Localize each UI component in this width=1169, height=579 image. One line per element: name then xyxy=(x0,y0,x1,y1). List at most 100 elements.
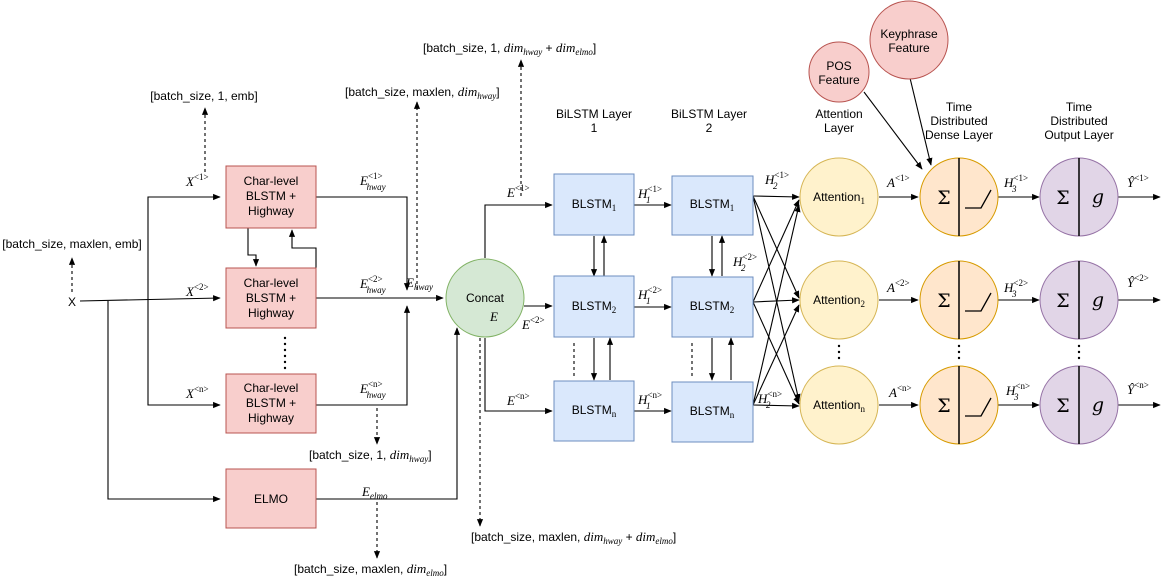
svg-text:Output Layer: Output Layer xyxy=(1044,128,1113,142)
e-label-1: E<1> xyxy=(506,183,530,200)
bilstm1-header: BiLSTM Layer 1 xyxy=(556,107,632,135)
svg-text:POS: POS xyxy=(826,59,851,73)
blstm-l1-n: BLSTMn xyxy=(553,380,635,442)
h2-labels: H<1>2 H<2>2 H<n>2 xyxy=(732,170,789,410)
a-label-n: A<n> xyxy=(888,383,912,400)
keyphrase-feature-node: Keyphrase Feature xyxy=(869,0,949,80)
char-block-2: Char-level BLSTM + Highway xyxy=(225,267,317,329)
h3-labels: H<1>3 H<2>3 H<n>3 xyxy=(1003,173,1030,402)
blstm-layer2: BLSTM1 BLSTM2 BLSTMn xyxy=(671,175,754,443)
e-hway: Ehway xyxy=(405,275,433,292)
svg-text:BLSTM +: BLSTM + xyxy=(246,291,296,305)
input-label: X xyxy=(68,295,76,309)
sigma-symbol: Σ xyxy=(1056,187,1069,209)
sigma-symbol: Σ xyxy=(937,187,950,209)
output-nodes: Σ g Σ g Σ g xyxy=(1039,157,1119,445)
hway-labels: E<1>hway E<2>hway E<n>hway Ehway Eelmo xyxy=(359,171,433,501)
h1-labels: H<1>1 H<2>1 H<n>1 xyxy=(637,184,662,411)
g-symbol: g xyxy=(1092,394,1104,416)
relu-icon xyxy=(965,292,992,312)
svg-text:Char-level: Char-level xyxy=(244,381,299,395)
svg-text:Layer: Layer xyxy=(824,121,854,135)
svg-text:BLSTM +: BLSTM + xyxy=(246,396,296,410)
a-label-1: A<1> xyxy=(886,173,910,190)
svg-text:Keyphrase: Keyphrase xyxy=(880,27,938,41)
g-symbol: g xyxy=(1092,186,1104,208)
svg-text:Feature: Feature xyxy=(888,41,930,55)
h1-label-2: H<2>1 xyxy=(637,285,662,306)
dense-node-1: Σ xyxy=(919,157,999,237)
attention-node-n: Attentionn xyxy=(799,365,879,445)
dense-node-2: Σ xyxy=(919,260,999,340)
svg-text:Attention: Attention xyxy=(815,107,862,121)
shape-hway-one: [batch_size, 1, dimhway] xyxy=(309,447,432,464)
shape-concat-one: [batch_size, 1, dimhway + dimelmo] xyxy=(423,40,596,57)
svg-text:Time: Time xyxy=(1066,100,1093,114)
svg-text:Feature: Feature xyxy=(818,73,860,87)
x1-shape-label: [batch_size, 1, emb] xyxy=(150,89,257,103)
blstm-l1-1: BLSTM1 xyxy=(553,173,635,236)
blstm-l2-2: BLSTM2 xyxy=(671,276,754,338)
svg-text:Highway: Highway xyxy=(248,306,294,320)
e-hway-n: E<n>hway xyxy=(359,379,386,400)
svg-text:2: 2 xyxy=(706,121,713,135)
svg-text:Highway: Highway xyxy=(248,204,294,218)
svg-text:BLSTM1: BLSTM1 xyxy=(690,197,735,213)
svg-text:BLSTM +: BLSTM + xyxy=(246,189,296,203)
h2-label-2: H<2>2 xyxy=(732,252,757,273)
bilstm2-header: BiLSTM Layer 2 xyxy=(671,107,747,135)
connectors xyxy=(68,59,1161,559)
dense-node-n: Σ xyxy=(919,365,999,445)
svg-text:Attention1: Attention1 xyxy=(813,190,865,206)
shape-concat-seq: [batch_size, maxlen, dimhway + dimelmo] xyxy=(471,529,676,546)
a-label-2: A<2> xyxy=(886,278,910,295)
input-shape-label: [batch_size, maxlen, emb] xyxy=(2,237,141,251)
dense-nodes: Σ Σ Σ xyxy=(919,157,999,445)
h3-label-1: H<1>3 xyxy=(1003,173,1028,194)
y-label-2: Ŷ<2> xyxy=(1127,273,1149,290)
svg-text:Distributed: Distributed xyxy=(1050,114,1107,128)
svg-text:BLSTM2: BLSTM2 xyxy=(572,299,617,315)
attention-node-1: Attention1 xyxy=(799,157,879,237)
dense-header: Time Distributed Dense Layer xyxy=(925,100,993,142)
e-label-2: E<2> xyxy=(521,315,545,332)
shape-hway-seq: [batch_size, maxlen, dimhway] xyxy=(345,84,500,101)
svg-text:Distributed: Distributed xyxy=(930,114,987,128)
sigma-symbol: Σ xyxy=(1056,395,1069,417)
sigma-symbol: Σ xyxy=(1056,290,1069,312)
attention-nodes: Attention1 Attention2 Attentionn xyxy=(799,157,879,445)
e-labels: E<1> E<2> E<n> xyxy=(506,183,545,408)
svg-text:Time: Time xyxy=(946,100,973,114)
svg-text:BiLSTM Layer: BiLSTM Layer xyxy=(556,107,632,121)
output-header: Time Distributed Output Layer xyxy=(1044,100,1113,142)
h1-label-n: H<n>1 xyxy=(637,390,662,411)
attention-node-2: Attention2 xyxy=(799,260,879,340)
char-block-n: Char-level BLSTM + Highway xyxy=(225,373,317,434)
h3-label-n: H<n>3 xyxy=(1005,381,1030,402)
sigma-symbol: Σ xyxy=(937,290,950,312)
output-node-2: Σ g xyxy=(1039,260,1119,340)
svg-text:Char-level: Char-level xyxy=(244,276,299,290)
concat-output-label: E xyxy=(489,309,498,324)
pos-feature-node: POS Feature xyxy=(808,41,870,103)
svg-text:Dense Layer: Dense Layer xyxy=(925,128,993,142)
g-symbol: g xyxy=(1092,289,1104,311)
e-hway-1: E<1>hway xyxy=(359,171,386,192)
ellipsis-dots xyxy=(283,336,1081,370)
output-node-n: Σ g xyxy=(1039,365,1119,445)
y-label-1: Ŷ<1> xyxy=(1127,173,1149,190)
attention-header: Attention Layer xyxy=(815,107,862,135)
svg-text:Attention2: Attention2 xyxy=(813,293,865,309)
h1-label-1: H<1>1 xyxy=(637,184,662,205)
a-labels: A<1> A<2> A<n> xyxy=(886,173,912,400)
svg-text:BLSTM2: BLSTM2 xyxy=(690,299,735,315)
relu-icon xyxy=(965,397,992,417)
y-labels: Ŷ<1> Ŷ<2> Ŷ<n> xyxy=(1127,173,1149,397)
blstm-layer1: BLSTM1 BLSTM2 BLSTMn xyxy=(553,173,635,442)
y-label-n: Ŷ<n> xyxy=(1127,380,1149,397)
x-labels: X<1> X<2> X<n> xyxy=(185,172,209,401)
svg-text:1: 1 xyxy=(591,121,598,135)
e-label-n: E<n> xyxy=(506,391,530,408)
svg-text:Attentionn: Attentionn xyxy=(813,398,865,414)
